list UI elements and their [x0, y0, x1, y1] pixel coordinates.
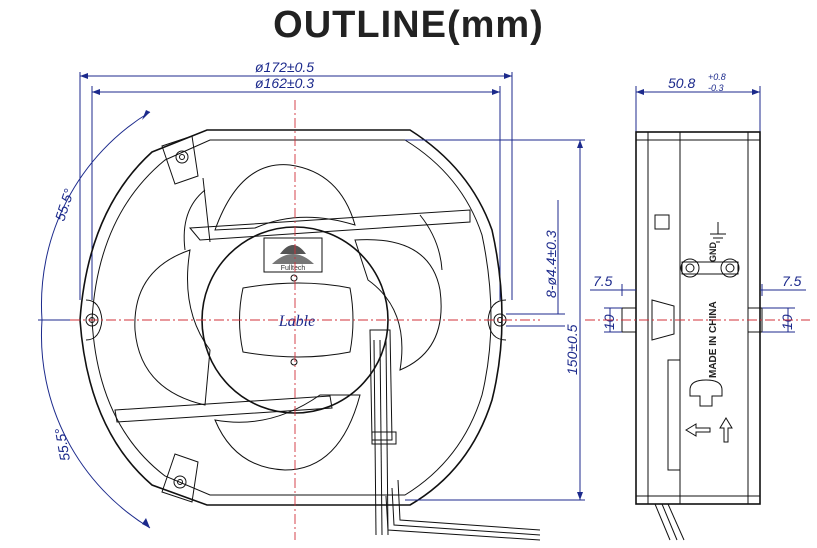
left-offset-label: 7.5: [593, 273, 613, 289]
right-slot-label: 10: [779, 314, 795, 330]
page-title: OUTLINE(mm): [273, 4, 544, 46]
angle-bottom-label: 55.5°: [51, 427, 73, 463]
ground-symbol: [710, 222, 726, 243]
fan-cable: [369, 329, 541, 541]
outer-diameter-label: ø172±0.5: [255, 59, 314, 75]
made-in-china-label: MADE IN CHINA: [708, 301, 719, 378]
height-label: 150±0.5: [564, 324, 580, 375]
fan-blades: [134, 164, 443, 471]
direction-arrows: [685, 379, 733, 443]
depth-label: 50.8: [668, 75, 695, 91]
label-area: [239, 282, 354, 358]
gnd-label: GND: [708, 242, 718, 263]
brand-logo: Fulltech: [263, 237, 323, 273]
svg-text:Fulltech: Fulltech: [281, 265, 306, 272]
depth-tol-plus: +0.8: [708, 72, 726, 82]
inner-diameter-label: ø162±0.3: [255, 75, 314, 91]
strut-top: [188, 209, 471, 241]
center-label: Lable: [278, 313, 315, 330]
mounting-hole-bottom-left: [161, 453, 199, 503]
cable-clamp: [371, 431, 397, 445]
side-view: 50.8 +0.8 -0.3 GND MADE IN CHINA: [585, 72, 810, 541]
left-slot-label: 10: [601, 314, 617, 330]
hole-spec-label: 8-ø4.4±0.3: [543, 230, 559, 298]
right-offset-label: 7.5: [782, 273, 802, 289]
front-view: ø172±0.5 ø162±0.3 55.5° 55.5°: [38, 59, 585, 541]
depth-tol-minus: -0.3: [708, 83, 724, 93]
strut-bottom: [114, 395, 333, 423]
mounting-hole-top-left: [161, 135, 199, 185]
angle-top-label: 55.5°: [52, 186, 77, 223]
fan-frame: [79, 129, 503, 506]
strut-left: [202, 177, 211, 243]
terminal-screws: [680, 258, 740, 278]
side-frame: [635, 131, 761, 505]
fan-frame-inner: [91, 139, 492, 496]
